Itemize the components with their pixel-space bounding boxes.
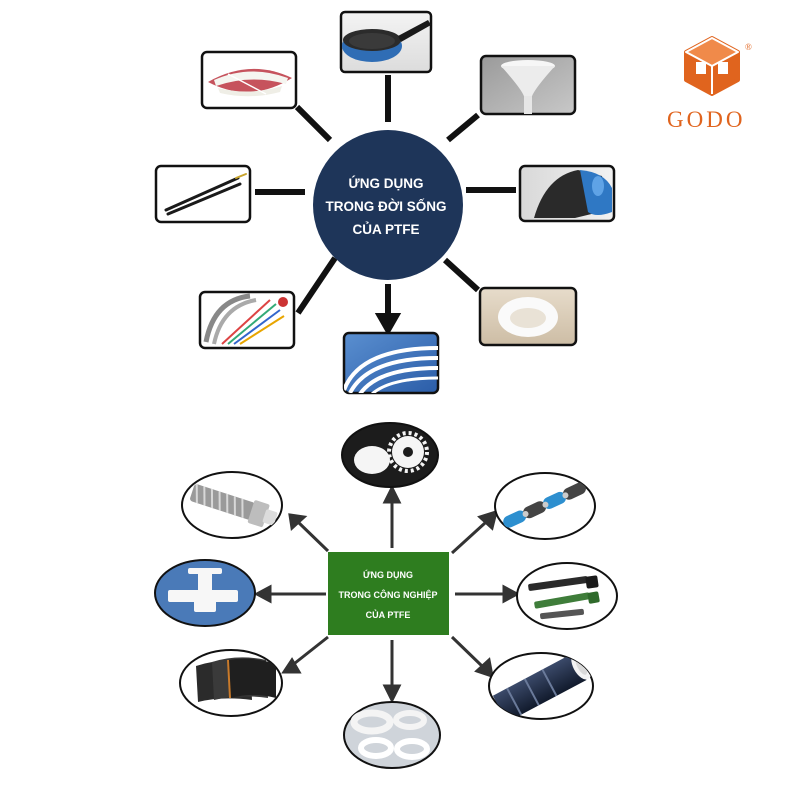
toilet-seat-icon <box>478 286 578 347</box>
bolts-icon <box>516 562 618 630</box>
industry-hub: ỨNG DỤNG TRONG CÔNG NGHIỆP CỦA PTFE <box>328 552 449 635</box>
iron-soleplate-icon <box>518 164 616 223</box>
daily-life-hub-line-1: ỨNG DỤNG <box>349 176 424 191</box>
valve-icon <box>154 559 256 627</box>
registered-mark: ® <box>745 42 755 52</box>
gaskets-icon <box>343 701 441 769</box>
daily-life-hub-line-3: CỦA PTFE <box>353 222 420 237</box>
industry-connectors <box>253 484 521 704</box>
braided-hose-icon <box>181 471 283 539</box>
gear-icon <box>341 422 439 488</box>
tweezers-icon <box>154 164 252 224</box>
lined-pipe-icon <box>488 652 594 720</box>
daily-life-connectors <box>255 75 516 337</box>
dental-floss-icon <box>200 50 298 110</box>
daily-life-hub-line-2: TRONG ĐỜI SỐNG <box>325 199 446 214</box>
logo-cube-icon <box>684 36 740 96</box>
frying-pan-icon <box>339 10 433 74</box>
daily-life-section: ỨNG DỤNG TRONG ĐỜI SỐNG CỦA PTFE <box>154 10 616 395</box>
industry-hub-line-3: CỦA PTFE <box>366 609 411 620</box>
ptfe-tubing-icon <box>342 331 440 395</box>
funnel-icon <box>479 54 577 116</box>
coated-cables-icon <box>198 290 296 350</box>
godo-logo: ® GODO <box>667 36 755 132</box>
industry-hub-line-1: ỨNG DỤNG <box>363 569 413 580</box>
industry-section: ỨNG DỤNG TRONG CÔNG NGHIỆP CỦA PTFE <box>154 422 618 769</box>
daily-life-hub: ỨNG DỤNG TRONG ĐỜI SỐNG CỦA PTFE <box>313 130 463 280</box>
industry-hub-line-2: TRONG CÔNG NGHIỆP <box>338 589 437 600</box>
roller-chain-icon <box>494 472 596 540</box>
conveyor-belt-icon <box>179 649 283 717</box>
logo-wordmark: GODO <box>667 107 745 132</box>
